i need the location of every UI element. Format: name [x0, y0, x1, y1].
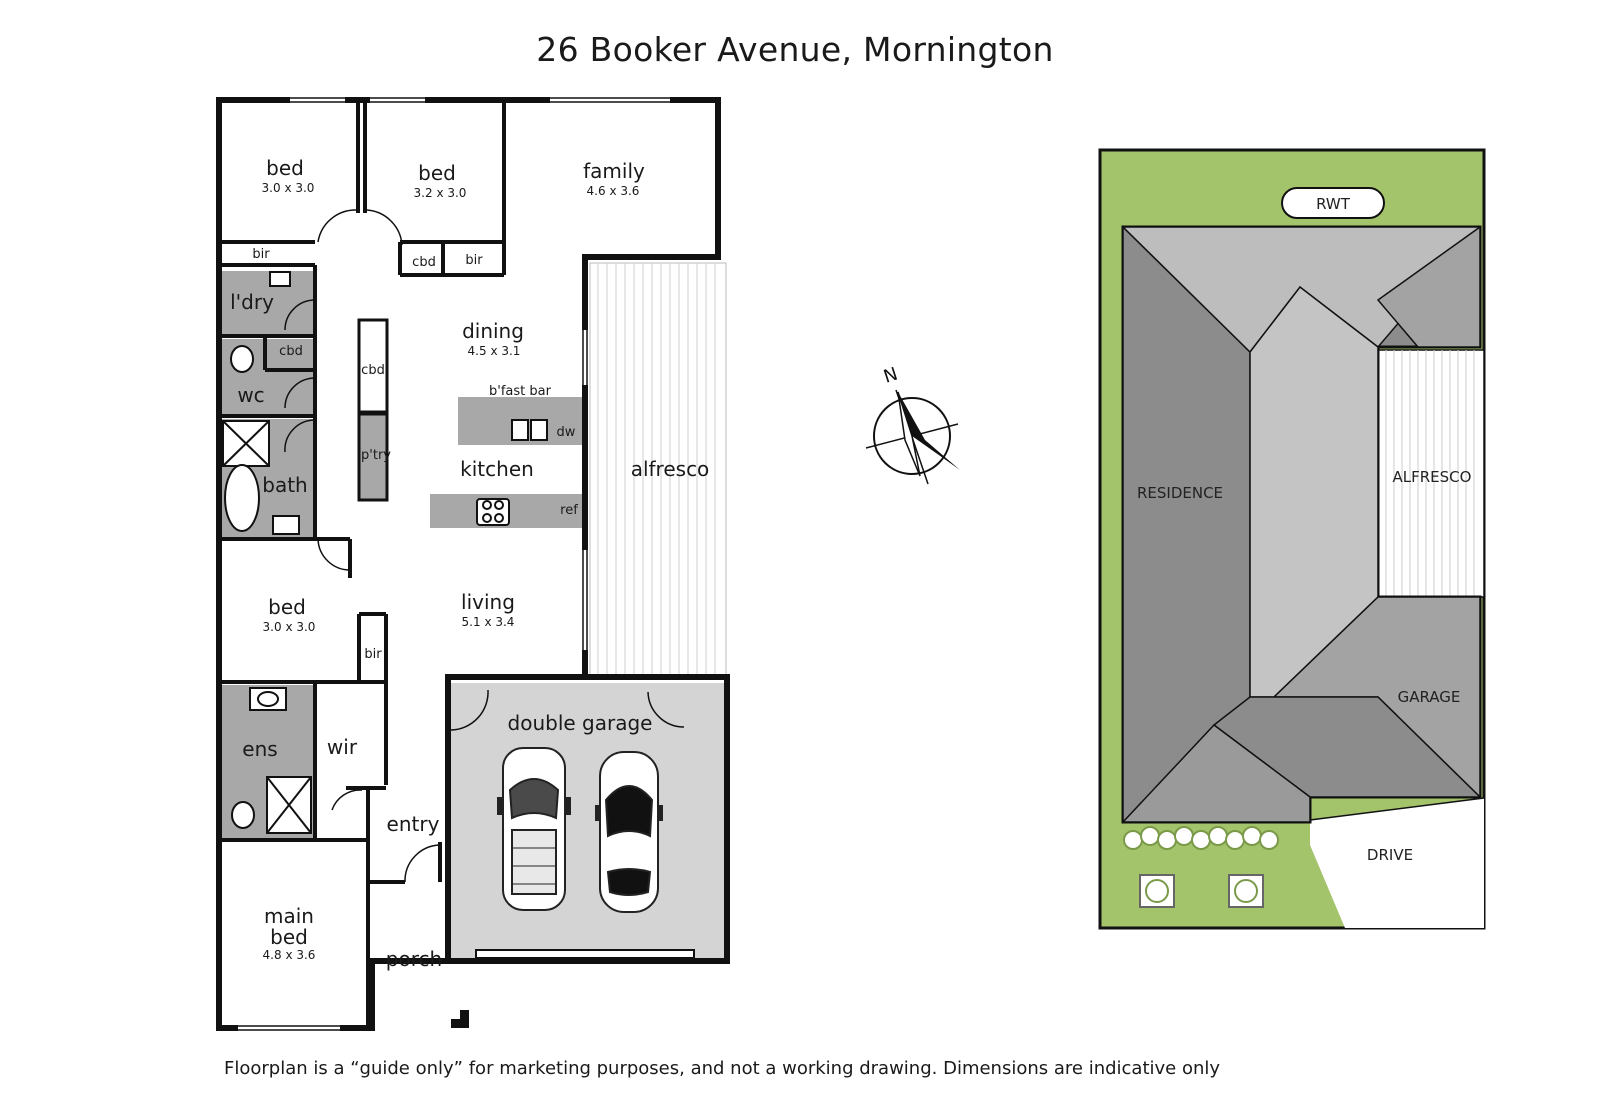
cbd-1-label: cbd [412, 255, 436, 270]
entry-label: entry [387, 812, 440, 836]
dishwasher-label: dw [557, 425, 576, 440]
bed-3-dim: 3.0 x 3.0 [263, 620, 316, 634]
pantry-label: p'try [361, 448, 391, 463]
garage-label: double garage [508, 711, 653, 735]
laundry-floor [219, 271, 315, 334]
bed-2-label: bed [418, 161, 456, 185]
laundry-label: l'dry [230, 290, 274, 314]
floor-plan: bed 3.0 x 3.0 bed 3.2 x 3.0 family 4.6 x… [216, 97, 730, 1031]
bed-1-label: bed [266, 156, 304, 180]
dining-label: dining [462, 319, 524, 343]
main-bed-dim: 4.8 x 3.6 [263, 948, 316, 962]
site-garage-label: GARAGE [1398, 688, 1461, 706]
cbd-3-label: cbd [361, 363, 385, 378]
garage-floor [448, 683, 727, 961]
car-sedan-icon [595, 751, 663, 913]
north-label: N [881, 364, 900, 388]
wc-label: wc [237, 383, 264, 407]
page-title: 26 Booker Avenue, Mornington [536, 30, 1054, 69]
dining-dim: 4.5 x 3.1 [468, 344, 521, 358]
alfresco-label: alfresco [631, 457, 710, 481]
car-suv-icon [497, 747, 571, 911]
bed-2-dim: 3.2 x 3.0 [414, 186, 467, 200]
residence-label: RESIDENCE [1137, 484, 1223, 502]
bir-1-label: bir [252, 247, 270, 262]
wir-label: wir [327, 735, 358, 759]
main-bed-label-1: main [264, 904, 314, 928]
windows [238, 97, 670, 1031]
site-alfresco-label: ALFRESCO [1393, 468, 1472, 486]
bfast-bar-label: b'fast bar [489, 384, 552, 399]
living-label: living [461, 590, 515, 614]
bir-3-label: bir [364, 647, 382, 662]
fridge-label: ref [560, 503, 578, 518]
family-dim: 4.6 x 3.6 [587, 184, 640, 198]
ensuite-label: ens [242, 737, 277, 761]
door-swings [284, 209, 685, 883]
alfresco-decking [589, 262, 727, 678]
kitchen-label: kitchen [460, 457, 534, 481]
porch-label: porch [386, 947, 442, 971]
drive-label: DRIVE [1367, 846, 1413, 864]
living-dim: 5.1 x 3.4 [462, 615, 515, 629]
garden-shrubs-icon [1123, 826, 1279, 908]
driveway [1310, 798, 1484, 928]
north-arrow-icon: N [865, 364, 960, 485]
roof [1121, 225, 1482, 824]
fixtures [222, 271, 695, 1028]
bath-label: bath [262, 473, 307, 497]
bed-1-dim: 3.0 x 3.0 [262, 181, 315, 195]
internal-walls [219, 100, 587, 1028]
rwt-label: RWT [1316, 195, 1351, 213]
pantry-cupboard [359, 414, 387, 500]
rainwater-tank [1281, 187, 1385, 219]
bed-3-label: bed [268, 595, 306, 619]
site-plan: RWT RESIDENCE ALFRESCO GARAGE DRIVE [1098, 148, 1486, 930]
main-bed-label-2: bed [270, 925, 308, 949]
disclaimer-text: Floorplan is a “guide only” for marketin… [224, 1058, 1221, 1079]
family-label: family [583, 159, 645, 183]
bir-2-label: bir [465, 253, 483, 268]
cbd-2-label: cbd [279, 344, 303, 359]
